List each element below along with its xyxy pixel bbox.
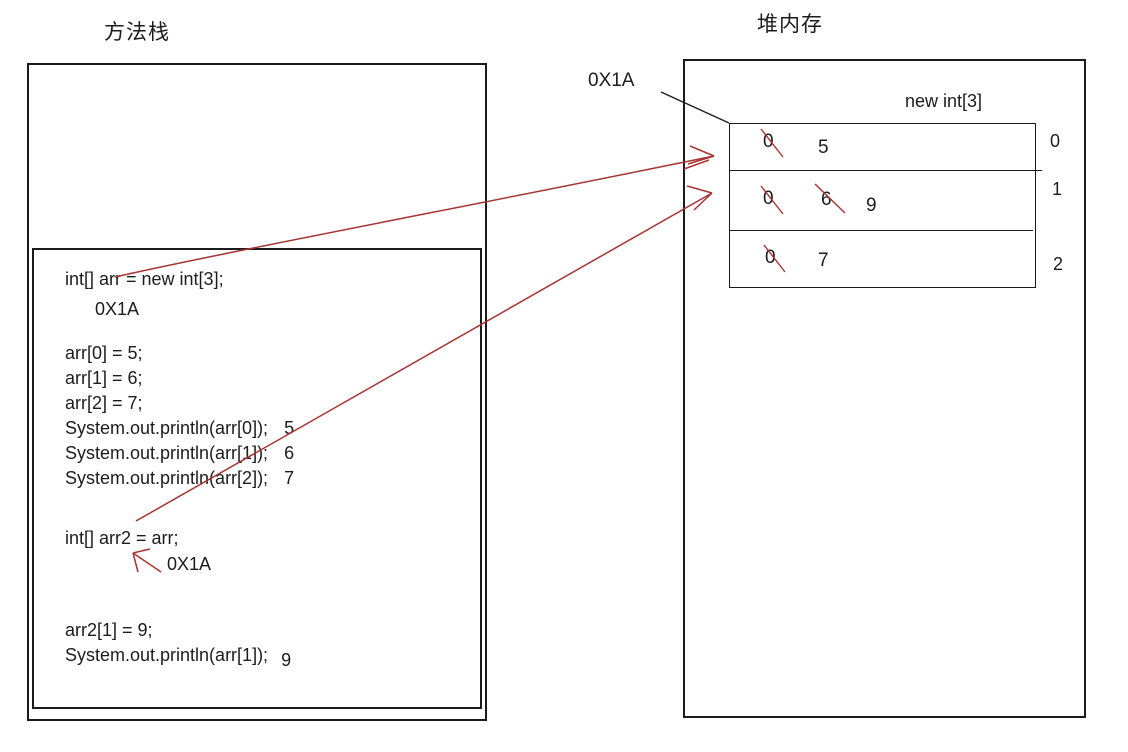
stack-title: 方法栈 [104,21,170,44]
code-decl-arr: int[] arr = new int[3]; [65,269,224,289]
array-index-1: 1 [1052,179,1063,199]
array-index-2: 2 [1053,254,1064,274]
code-assign-2: arr[2] = 7; [65,393,143,413]
cell1-old-value-0: 0 [763,188,774,209]
print-output: 9 [281,650,292,670]
cell2-current-value: 7 [818,250,829,271]
code-print-0: System.out.println(arr[0]); 5 [65,418,294,439]
array-row-divider-1 [729,170,1042,171]
cell1-old-value-1: 6 [821,189,832,210]
print-output: 5 [284,418,295,438]
array-object-label: new int[3] [905,91,983,111]
code-assign-0: arr[0] = 5; [65,343,143,363]
code-assign-1: arr[1] = 6; [65,368,143,388]
print-output: 6 [284,443,295,463]
array-box [729,123,1036,288]
print-statement: System.out.println(arr[1]); [65,645,269,665]
code-decl-arr2: int[] arr2 = arr; [65,528,179,548]
code-assign-arr2: arr2[1] = 9; [65,620,153,640]
array-index-0: 0 [1050,131,1061,151]
print-output: 7 [284,468,295,488]
print-statement: System.out.println(arr[2]); [65,468,269,488]
print-statement: System.out.println(arr[0]); [65,418,269,438]
arr2-address-note: 0X1A [167,554,212,574]
code-print-1: System.out.println(arr[1]); 6 [65,443,294,464]
cell1-current-value: 9 [866,195,877,216]
heap-title: 堆内存 [757,13,823,36]
code-print-last: System.out.println(arr[1]); 9 [65,645,291,670]
heap-address-label: 0X1A [588,70,635,91]
cell2-old-value: 0 [765,247,776,268]
cell0-old-value: 0 [763,131,774,152]
cell0-current-value: 5 [818,137,829,158]
array-row-divider-2 [729,230,1033,231]
print-statement: System.out.println(arr[1]); [65,443,269,463]
arr-address-note: 0X1A [95,299,140,319]
code-print-2: System.out.println(arr[2]); 7 [65,468,294,489]
